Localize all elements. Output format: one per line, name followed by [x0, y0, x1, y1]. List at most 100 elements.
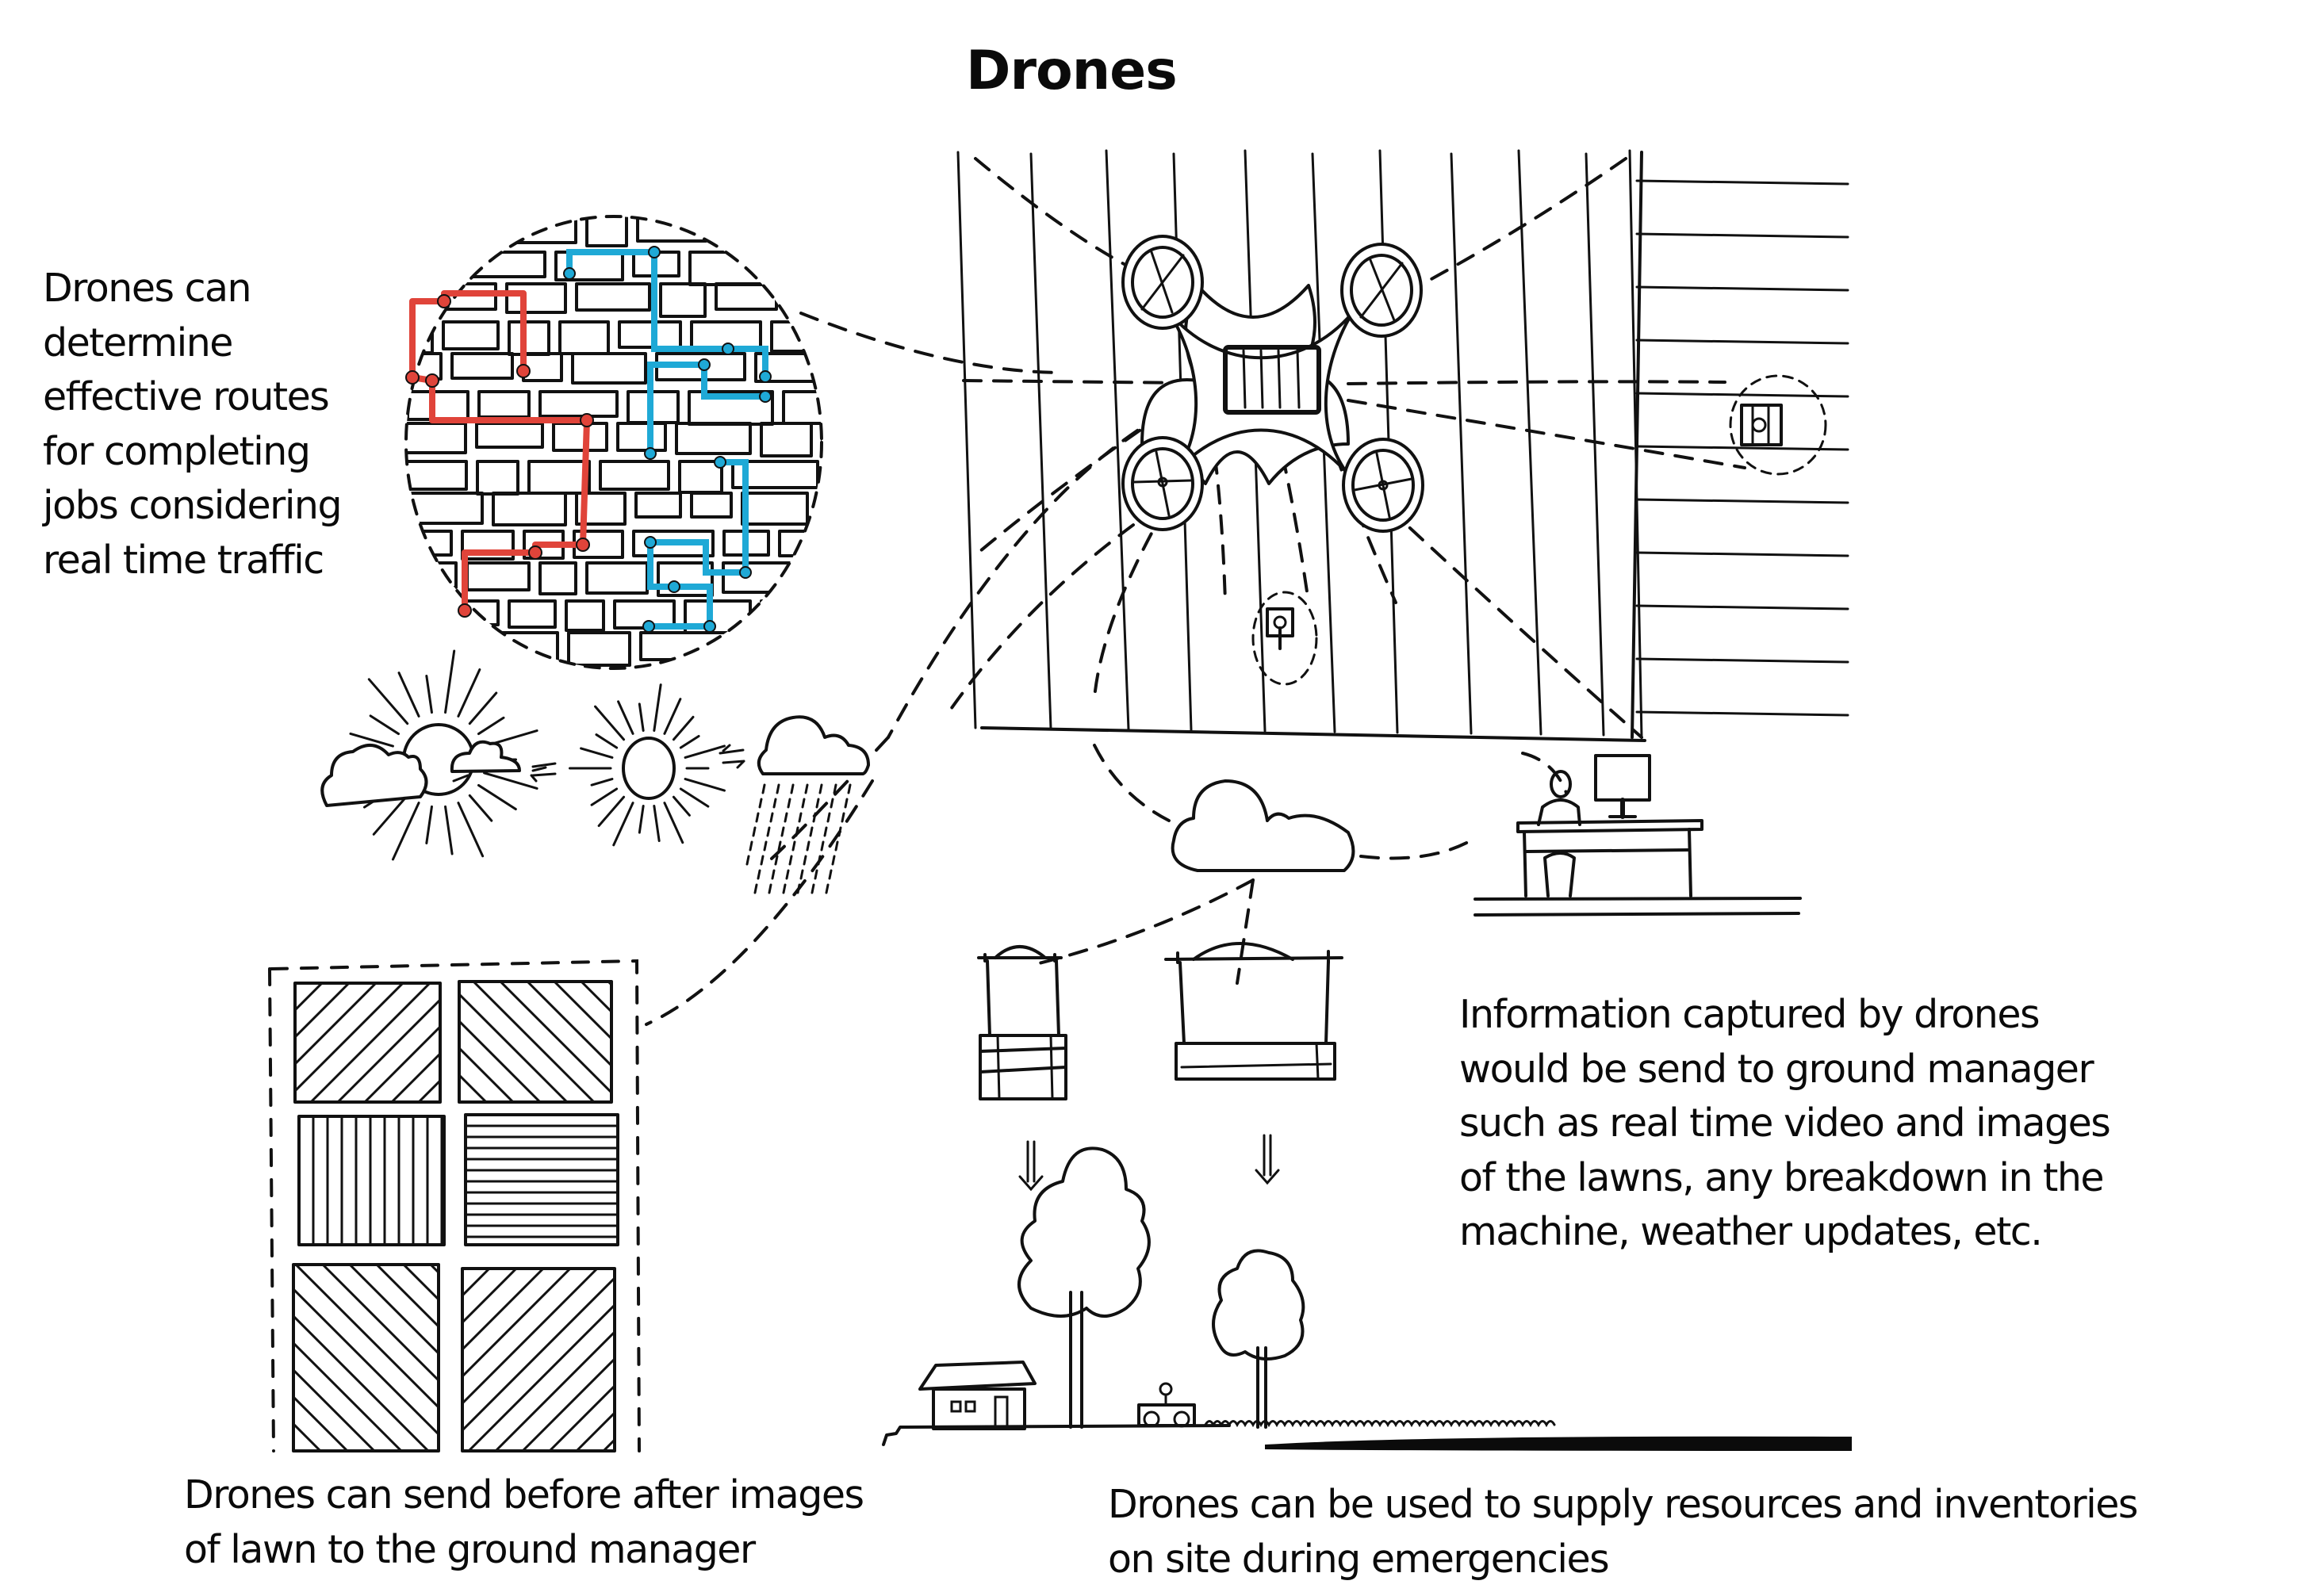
sun-ray [679, 734, 700, 749]
sun-ray [397, 672, 420, 718]
rain-drop [831, 855, 836, 866]
sun-ray [369, 714, 400, 736]
sun-ray [425, 805, 433, 845]
field-stripe [1585, 152, 1605, 737]
sun-ray [391, 802, 420, 861]
city-block [575, 282, 651, 312]
lawn-pattern-grid-icon [268, 959, 641, 1452]
sun-ray [444, 805, 454, 855]
city-block [557, 671, 616, 695]
route-stop [644, 536, 657, 549]
route-stop [759, 390, 772, 403]
city-block [657, 561, 714, 597]
sun-ray [638, 702, 645, 732]
city-block [618, 320, 682, 349]
sun-ray [663, 698, 682, 735]
field-stripe [1635, 285, 1849, 292]
city-block [505, 282, 567, 314]
city-block [406, 216, 453, 244]
rain-drop [834, 840, 839, 852]
sun-ray [590, 787, 619, 806]
city-block [585, 561, 649, 595]
field-stripe [1635, 710, 1849, 717]
lawn-cell [293, 982, 442, 1104]
mower-icon [1137, 1382, 1196, 1428]
tree-icon [1212, 1249, 1305, 1429]
rain-drop [784, 812, 788, 823]
city-block [527, 460, 591, 495]
supply-drone-icon [1164, 942, 1343, 1081]
field-stripe [1105, 149, 1130, 731]
sun-ray [684, 744, 726, 759]
rotor-icon [1121, 235, 1204, 330]
rain-drop [758, 798, 763, 809]
field-stripe [1029, 152, 1052, 730]
city-block [406, 530, 453, 557]
rain-drop [796, 883, 801, 894]
city-block [406, 599, 449, 634]
person-at-desk-computer-icon [1473, 754, 1802, 917]
city-block [731, 460, 819, 489]
city-block [406, 631, 462, 662]
sun-ray [663, 802, 684, 844]
sun-ray [425, 674, 433, 714]
field-stripe [1635, 339, 1849, 345]
city-block [826, 354, 886, 385]
city-block [406, 251, 462, 279]
sun-ray [477, 716, 505, 736]
tree-icon [1017, 1146, 1151, 1429]
city-block [470, 251, 546, 278]
sun-ray [672, 715, 695, 741]
rain-drop [826, 812, 831, 823]
city-block [406, 390, 469, 421]
city-block [627, 671, 717, 699]
rain-drop [768, 883, 772, 894]
rain-drop [818, 783, 823, 794]
city-block [817, 492, 822, 519]
rain-drop [817, 855, 822, 866]
city-block [450, 352, 514, 380]
route-blue [563, 246, 772, 633]
page-title: Drones [966, 40, 1178, 102]
rain-cloud-icon [745, 715, 870, 894]
city-block [508, 320, 550, 356]
down-arrow-icon [1255, 1134, 1280, 1185]
rain-drop [777, 840, 782, 852]
lawn-cell [464, 1113, 619, 1246]
route-stop [722, 343, 734, 355]
rain-drop [755, 812, 760, 823]
rain-drop [799, 869, 804, 880]
rain-drop [823, 826, 828, 837]
sun-ray [672, 795, 691, 817]
city-block [475, 671, 546, 702]
city-block [538, 390, 619, 418]
city-block [406, 460, 468, 491]
rain-drop [757, 869, 761, 880]
city-block [634, 492, 682, 519]
sun-ray [684, 778, 726, 792]
sun-ray [468, 691, 498, 725]
rain-drop [837, 826, 842, 837]
rotor-icon [1121, 436, 1204, 531]
rain-drop [761, 783, 766, 794]
sun-ray [349, 732, 394, 748]
rain-drop [780, 826, 785, 837]
city-block [406, 422, 467, 454]
rain-drop [830, 798, 834, 809]
city-block [508, 599, 557, 629]
rain-drop [791, 840, 796, 852]
city-block [735, 631, 801, 664]
lawn-cell [458, 980, 613, 1104]
partly-cloudy-icon [320, 649, 547, 861]
city-block [461, 216, 506, 241]
rain-drop [763, 840, 768, 852]
rain-drop [782, 883, 787, 894]
route-stop [668, 580, 680, 593]
route-stop [648, 246, 661, 258]
rain-drop [820, 840, 825, 852]
city-block [461, 530, 515, 561]
rain-drop [760, 855, 765, 866]
city-block [470, 631, 559, 664]
sun-ray [372, 794, 409, 836]
city-block [571, 352, 647, 385]
